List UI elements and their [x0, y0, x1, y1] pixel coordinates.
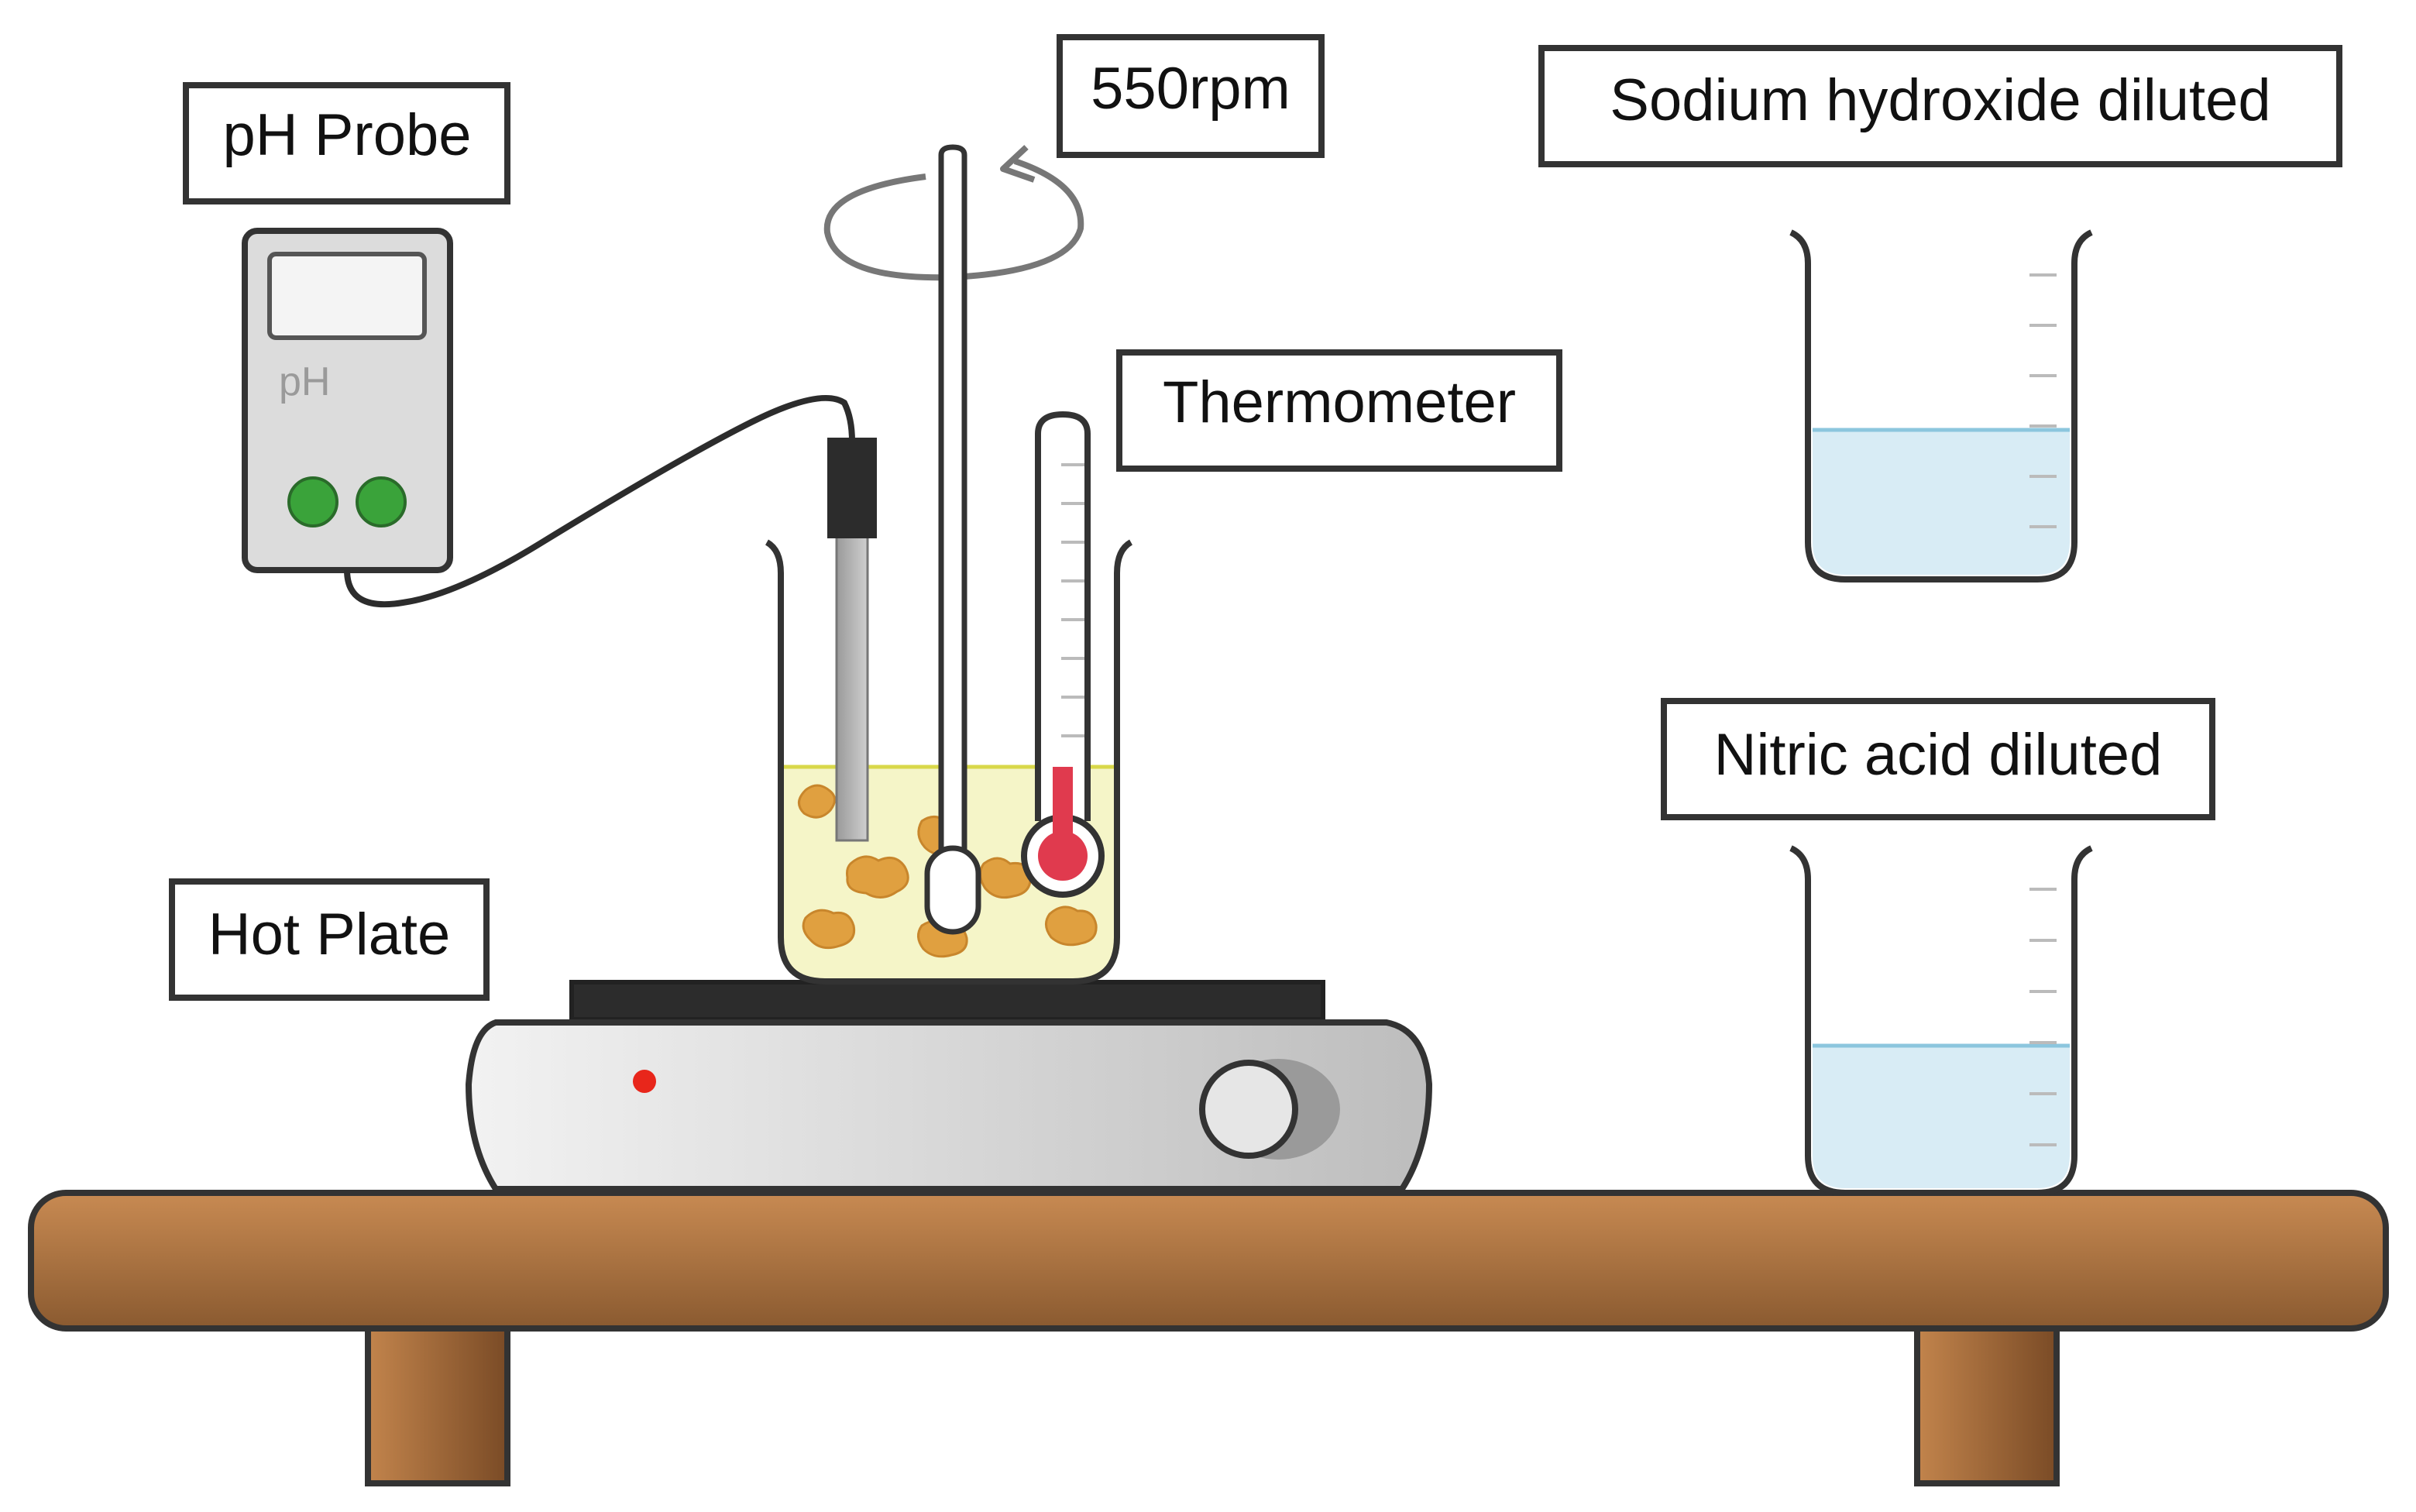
ph-meter-icon: pH	[242, 228, 453, 573]
beaker-nitric-acid	[1789, 845, 2093, 1196]
ph-meter-screen	[267, 252, 427, 340]
stirrer	[823, 144, 1084, 935]
beaker-liquid	[1813, 1046, 2070, 1188]
table-leg-left	[365, 1314, 510, 1486]
stirrer-paddle	[924, 845, 981, 935]
label-thermometer: Thermometer	[1116, 349, 1562, 472]
rotation-arrowhead	[1000, 145, 1036, 183]
label-rpm: 550rpm	[1057, 34, 1325, 158]
thermometer-icon	[1021, 411, 1105, 898]
beaker-ticks	[2029, 273, 2057, 528]
ph-meter-button-1	[287, 476, 339, 527]
beaker-ticks	[2029, 888, 2057, 1146]
label-nitric-acid-text: Nitric acid diluted	[1714, 722, 2163, 788]
ph-probe	[827, 438, 877, 842]
ph-probe-rod	[835, 533, 869, 842]
thermometer-ticks	[1061, 463, 1084, 737]
label-sodium-hydroxide-text: Sodium hydroxide diluted	[1610, 67, 2270, 133]
beaker-icon	[1789, 229, 2093, 582]
thermometer-tube	[1035, 411, 1091, 821]
indicator-light	[633, 1070, 656, 1093]
stirrer-rod	[938, 144, 967, 855]
beaker-icon	[1789, 845, 2093, 1196]
hot-plate	[465, 980, 1433, 1192]
knob-icon	[1199, 1060, 1298, 1159]
label-rpm-text: 550rpm	[1091, 56, 1290, 122]
table-leg-right	[1914, 1314, 2060, 1486]
ph-probe-handle	[827, 438, 877, 538]
hot-plate-top-surface	[569, 980, 1325, 1022]
label-nitric-acid: Nitric acid diluted	[1661, 698, 2215, 820]
ph-meter-label: pH	[279, 359, 330, 404]
hot-plate-body	[465, 1019, 1433, 1192]
ph-meter-button-2	[356, 476, 407, 527]
label-hot-plate: Hot Plate	[169, 878, 490, 1001]
label-ph-probe: pH Probe	[183, 82, 510, 204]
ph-probe-cable	[344, 394, 855, 608]
beaker-sodium-hydroxide	[1789, 229, 2093, 582]
table-top	[28, 1190, 2389, 1332]
thermometer-bulb	[1038, 831, 1088, 881]
table	[28, 1190, 2389, 1486]
beaker-liquid	[1813, 430, 2070, 575]
main-beaker-glass	[765, 539, 1133, 985]
label-hot-plate-text: Hot Plate	[208, 902, 451, 967]
label-sodium-hydroxide: Sodium hydroxide diluted	[1538, 45, 2342, 167]
label-ph-probe-text: pH Probe	[222, 102, 471, 168]
label-thermometer-text: Thermometer	[1163, 369, 1516, 435]
